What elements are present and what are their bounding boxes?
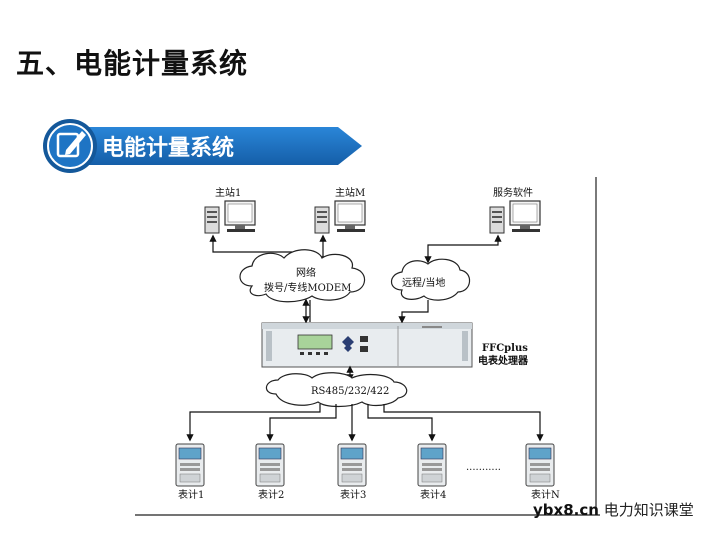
processor-label-line1: FFCplus: [482, 343, 528, 354]
meter-3: [337, 443, 367, 487]
processor-label-line2: 电表处理器: [478, 354, 529, 367]
watermark-brand: 电力知识课堂: [603, 501, 694, 519]
service-software-station: 服务软件: [489, 186, 541, 234]
master-station-1: 主站1: [204, 186, 256, 234]
meter-1: [175, 443, 205, 487]
page-title: 五、电能计量系统: [16, 47, 249, 80]
remote-cloud: 远程/当地: [390, 258, 471, 301]
meter-n: [525, 443, 555, 487]
master-station-1-label: 主站1: [215, 186, 241, 199]
meter-4-label: 表计4: [420, 488, 446, 501]
watermark: ybx8.cn 电力知识课堂: [533, 499, 694, 520]
meter-1-label: 表计1: [178, 488, 204, 501]
meter-3-label: 表计3: [340, 488, 366, 501]
network-cloud: 网络 拨号/专线MODEM: [239, 249, 366, 303]
processor-display: [297, 334, 333, 350]
meter-n-label: 表计N: [531, 488, 560, 501]
bus-cloud: RS485/232/422: [265, 372, 408, 408]
network-cloud-line2: 拨号/专线MODEM: [264, 281, 351, 294]
service-software-label: 服务软件: [493, 186, 533, 199]
watermark-site: ybx8.cn: [533, 501, 599, 519]
master-station-m: 主站M: [314, 186, 366, 234]
master-station-m-label: 主站M: [335, 186, 365, 199]
meter-4: [417, 443, 447, 487]
bus-cloud-label: RS485/232/422: [311, 386, 389, 397]
remote-cloud-label: 远程/当地: [402, 276, 445, 289]
meter-2-label: 表计2: [258, 488, 284, 501]
ffcplus-processor: [261, 322, 473, 368]
meter-2: [255, 443, 285, 487]
network-cloud-line1: 网络: [296, 266, 316, 279]
banner-label: 电能计量系统: [102, 136, 235, 161]
meter-connections: [186, 404, 544, 442]
meters-ellipsis: ...........: [466, 462, 501, 473]
